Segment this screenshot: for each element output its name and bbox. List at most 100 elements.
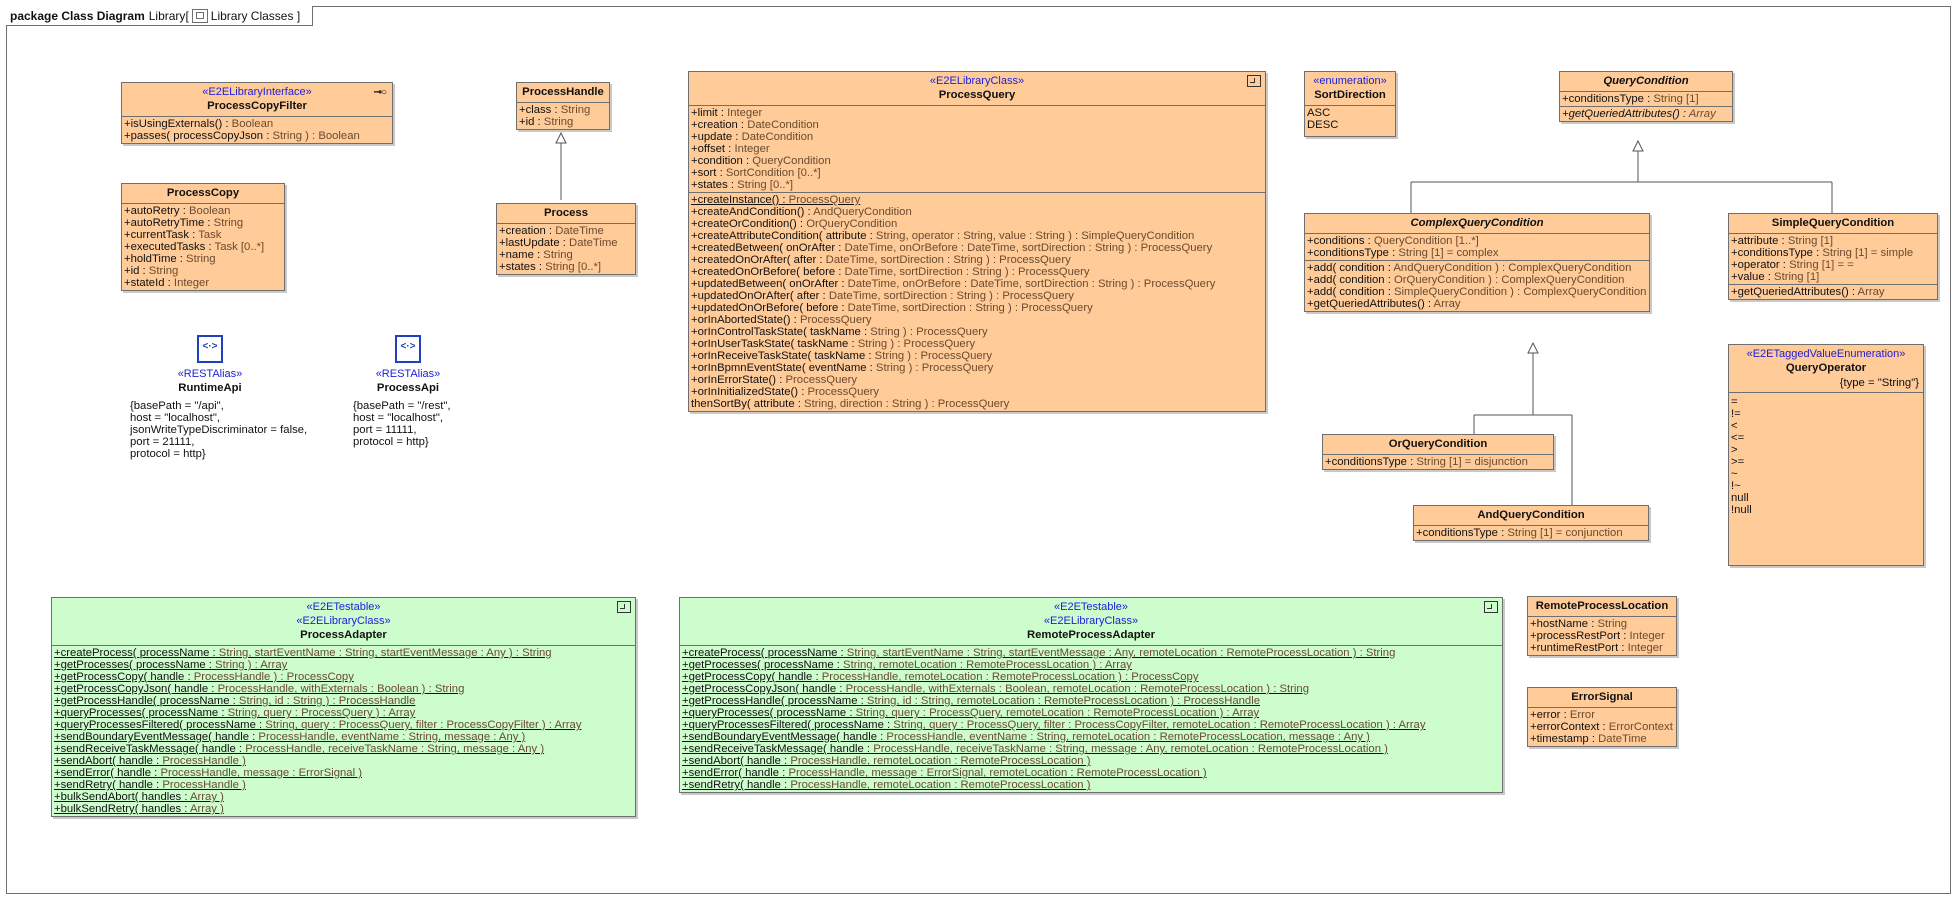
- member-row[interactable]: +creation : DateCondition: [691, 119, 1263, 131]
- member-row[interactable]: +orInInitializedState() : ProcessQuery: [691, 386, 1263, 398]
- member-row[interactable]: +createAndCondition() : AndQueryConditio…: [691, 206, 1263, 218]
- member-row[interactable]: +queryProcesses( processName : String, q…: [682, 707, 1500, 719]
- class-remote-process-adapter[interactable]: «E2ETestable» «E2ELibraryClass» RemotePr…: [679, 597, 1503, 793]
- member-row[interactable]: +getProcessCopy( handle : ProcessHandle …: [54, 671, 633, 683]
- member-row[interactable]: +getQueriedAttributes() : Array: [1562, 108, 1730, 120]
- class-complex-query-condition[interactable]: ComplexQueryCondition +conditions : Quer…: [1304, 213, 1650, 312]
- member-row[interactable]: +sendAbort( handle : ProcessHandle ): [54, 755, 633, 767]
- class-error-signal[interactable]: ErrorSignal +error : Error+errorContext …: [1527, 687, 1677, 747]
- member-row[interactable]: +createdBetween( onOrAfter : DateTime, o…: [691, 242, 1263, 254]
- member-row[interactable]: +limit : Integer: [691, 107, 1263, 119]
- member-row[interactable]: +getProcesses( processName : String ) : …: [54, 659, 633, 671]
- member-row[interactable]: +states : String [0..*]: [691, 179, 1263, 191]
- member-row[interactable]: +createInstance() : ProcessQuery: [691, 194, 1263, 206]
- member-row[interactable]: +conditionsType : String [1] = complex: [1307, 247, 1647, 259]
- class-process-query[interactable]: «E2ELibraryClass» ProcessQuery +limit : …: [688, 71, 1266, 412]
- member-row[interactable]: +sendError( handle : ProcessHandle, mess…: [54, 767, 633, 779]
- member-row[interactable]: +add( condition : SimpleQueryCondition )…: [1307, 286, 1647, 298]
- member-row[interactable]: +isUsingExternals() : Boolean: [124, 118, 390, 130]
- member-row[interactable]: +createdOnOrAfter( after : DateTime, sor…: [691, 254, 1263, 266]
- class-or-query-condition[interactable]: OrQueryCondition +conditionsType : Strin…: [1322, 434, 1554, 470]
- member-row[interactable]: +sendAbort( handle : ProcessHandle, remo…: [682, 755, 1500, 767]
- member-row[interactable]: +name : String: [499, 249, 633, 261]
- member-row[interactable]: +conditionsType : String [1]: [1562, 93, 1730, 105]
- member-row[interactable]: +queryProcessesFiltered( processName : S…: [54, 719, 633, 731]
- diagram-frame-tab[interactable]: package Class Diagram Library [ Library …: [6, 6, 314, 26]
- member-row[interactable]: +operator : String [1] = =: [1731, 259, 1935, 271]
- member-row[interactable]: +sendRetry( handle : ProcessHandle, remo…: [682, 779, 1500, 791]
- member-row[interactable]: +bulkSendAbort( handles : Array ): [54, 791, 633, 803]
- member-row[interactable]: +errorContext : ErrorContext: [1530, 721, 1674, 733]
- class-process-handle[interactable]: ProcessHandle +class : String+id : Strin…: [516, 82, 610, 130]
- member-row[interactable]: +queryProcesses( processName : String, q…: [54, 707, 633, 719]
- member-row[interactable]: +id : String: [519, 116, 607, 128]
- member-row[interactable]: +createOrCondition() : OrQueryCondition: [691, 218, 1263, 230]
- member-row[interactable]: +currentTask : Task: [124, 229, 282, 241]
- member-row[interactable]: +passes( processCopyJson : String ) : Bo…: [124, 130, 390, 142]
- member-row[interactable]: +processRestPort : Integer: [1530, 630, 1674, 642]
- member-row[interactable]: +orInAbortedState() : ProcessQuery: [691, 314, 1263, 326]
- member-row[interactable]: +getProcessHandle( processName : String,…: [54, 695, 633, 707]
- member-row[interactable]: +stateId : Integer: [124, 277, 282, 289]
- member-row[interactable]: +executedTasks : Task [0..*]: [124, 241, 282, 253]
- member-row[interactable]: +condition : QueryCondition: [691, 155, 1263, 167]
- member-row[interactable]: +getProcessHandle( processName : String,…: [682, 695, 1500, 707]
- member-row[interactable]: +queryProcessesFiltered( processName : S…: [682, 719, 1500, 731]
- member-row[interactable]: +error : Error: [1530, 709, 1674, 721]
- member-row[interactable]: +getProcesses( processName : String, rem…: [682, 659, 1500, 671]
- member-row[interactable]: +attribute : String [1]: [1731, 235, 1935, 247]
- class-and-query-condition[interactable]: AndQueryCondition +conditionsType : Stri…: [1413, 505, 1649, 541]
- class-process-copy[interactable]: ProcessCopy +autoRetry : Boolean+autoRet…: [121, 183, 285, 291]
- member-row[interactable]: +creation : DateTime: [499, 225, 633, 237]
- member-row[interactable]: +getProcessCopyJson( handle : ProcessHan…: [682, 683, 1500, 695]
- member-row[interactable]: +orInUserTaskState( taskName : String ) …: [691, 338, 1263, 350]
- member-row[interactable]: +orInBpmnEventState( eventName : String …: [691, 362, 1263, 374]
- class-simple-query-condition[interactable]: SimpleQueryCondition +attribute : String…: [1728, 213, 1938, 300]
- member-row[interactable]: +conditionsType : String [1] = disjuncti…: [1325, 456, 1551, 468]
- member-row[interactable]: +conditions : QueryCondition [1..*]: [1307, 235, 1647, 247]
- rest-alias-runtime-api[interactable]: «RESTAlias» RuntimeApi {basePath = "/api…: [130, 335, 307, 460]
- member-row[interactable]: +orInReceiveTaskState( taskName : String…: [691, 350, 1263, 362]
- member-row[interactable]: +lastUpdate : DateTime: [499, 237, 633, 249]
- member-row[interactable]: +sendBoundaryEventMessage( handle : Proc…: [54, 731, 633, 743]
- class-remote-process-location[interactable]: RemoteProcessLocation +hostName : String…: [1527, 596, 1677, 656]
- member-row[interactable]: +bulkSendRetry( handles : Array ): [54, 803, 633, 815]
- member-row[interactable]: +holdTime : String: [124, 253, 282, 265]
- class-query-condition[interactable]: QueryCondition +conditionsType : String …: [1559, 71, 1733, 122]
- member-row[interactable]: +updatedOnOrBefore( before : DateTime, s…: [691, 302, 1263, 314]
- member-row[interactable]: +sendRetry( handle : ProcessHandle ): [54, 779, 633, 791]
- member-row[interactable]: +sendError( handle : ProcessHandle, mess…: [682, 767, 1500, 779]
- enum-query-operator[interactable]: «E2ETaggedValueEnumeration» QueryOperato…: [1728, 344, 1924, 566]
- class-process-copy-filter[interactable]: «E2ELibraryInterface» ProcessCopyFilter …: [121, 82, 393, 144]
- rest-alias-process-api[interactable]: «RESTAlias» ProcessApi {basePath = "/res…: [353, 335, 463, 448]
- member-row[interactable]: +autoRetry : Boolean: [124, 205, 282, 217]
- member-row[interactable]: +class : String: [519, 104, 607, 116]
- class-process-adapter[interactable]: «E2ETestable» «E2ELibraryClass» ProcessA…: [51, 597, 636, 817]
- member-row[interactable]: +conditionsType : String [1] = simple: [1731, 247, 1935, 259]
- member-row[interactable]: +getQueriedAttributes() : Array: [1731, 286, 1935, 298]
- member-row[interactable]: +offset : Integer: [691, 143, 1263, 155]
- member-row[interactable]: +timestamp : DateTime: [1530, 733, 1674, 745]
- class-process[interactable]: Process +creation : DateTime+lastUpdate …: [496, 203, 636, 275]
- member-row[interactable]: +sendBoundaryEventMessage( handle : Proc…: [682, 731, 1500, 743]
- member-row[interactable]: +getProcessCopy( handle : ProcessHandle,…: [682, 671, 1500, 683]
- member-row[interactable]: +autoRetryTime : String: [124, 217, 282, 229]
- member-row[interactable]: +createProcess( processName : String, st…: [682, 647, 1500, 659]
- member-row[interactable]: +value : String [1]: [1731, 271, 1935, 283]
- member-row[interactable]: +conditionsType : String [1] = conjuncti…: [1416, 527, 1646, 539]
- member-row[interactable]: thenSortBy( attribute : String, directio…: [691, 398, 1263, 410]
- member-row[interactable]: +runtimeRestPort : Integer: [1530, 642, 1674, 654]
- member-row[interactable]: +orInControlTaskState( taskName : String…: [691, 326, 1263, 338]
- member-row[interactable]: +id : String: [124, 265, 282, 277]
- member-row[interactable]: +createdOnOrBefore( before : DateTime, s…: [691, 266, 1263, 278]
- member-row[interactable]: +add( condition : OrQueryCondition ) : C…: [1307, 274, 1647, 286]
- member-row[interactable]: +add( condition : AndQueryCondition ) : …: [1307, 262, 1647, 274]
- member-row[interactable]: +hostName : String: [1530, 618, 1674, 630]
- member-row[interactable]: +sendReceiveTaskMessage( handle : Proces…: [682, 743, 1500, 755]
- member-row[interactable]: +update : DateCondition: [691, 131, 1263, 143]
- member-row[interactable]: +states : String [0..*]: [499, 261, 633, 273]
- member-row[interactable]: +sort : SortCondition [0..*]: [691, 167, 1263, 179]
- member-row[interactable]: +createAttributeCondition( attribute : S…: [691, 230, 1263, 242]
- member-row[interactable]: +updatedOnOrAfter( after : DateTime, sor…: [691, 290, 1263, 302]
